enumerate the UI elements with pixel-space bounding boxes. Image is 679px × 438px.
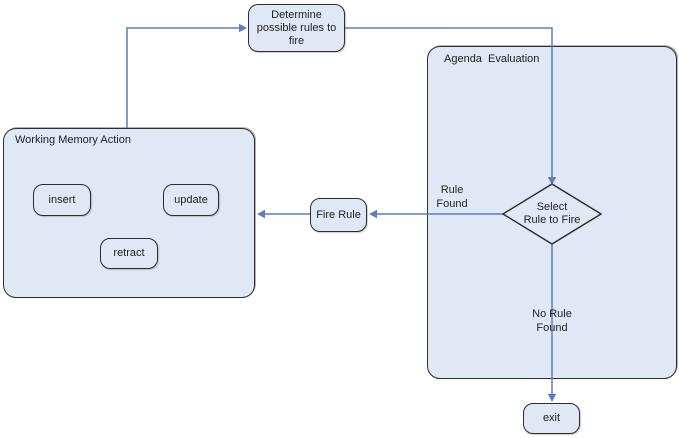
insert-label: insert xyxy=(48,193,76,206)
connector-wma-to-determine xyxy=(126,27,239,128)
fire-rule-label: Fire Rule xyxy=(316,208,361,221)
determine-rules-node: Determine possible rules to fire xyxy=(248,4,345,52)
insert-node: insert xyxy=(33,184,91,216)
update-node: update xyxy=(163,184,219,216)
select-rule-diamond: Select Rule to Fire xyxy=(502,183,602,245)
retract-node: retract xyxy=(100,238,158,269)
working-memory-action-label: Working Memory Action xyxy=(15,134,131,146)
exit-node: exit xyxy=(523,403,580,434)
determine-rules-line1: Determine xyxy=(271,8,322,21)
diamond-shape xyxy=(502,183,602,245)
exit-label: exit xyxy=(542,412,561,424)
arrowhead-into-wma xyxy=(257,209,265,219)
rule-found-label: Rule Found xyxy=(436,184,468,210)
arrowhead-into-fire-rule xyxy=(369,209,377,219)
fire-rule-node: Fire Rule xyxy=(310,198,367,232)
arrowhead-into-determine xyxy=(239,23,247,33)
arrowhead-into-exit xyxy=(547,394,557,402)
no-rule-found-label: No Rule Found xyxy=(532,308,572,334)
select-rule-line2: Rule to Fire xyxy=(523,214,581,226)
determine-rules-line3: fire xyxy=(288,34,305,47)
select-rule-line1: Select xyxy=(536,201,568,213)
determine-rules-line2: possible rules to xyxy=(256,21,337,34)
update-label: update xyxy=(174,193,208,206)
agenda-evaluation-label: Agenda Evaluation xyxy=(444,53,540,65)
retract-label: retract xyxy=(113,247,145,259)
